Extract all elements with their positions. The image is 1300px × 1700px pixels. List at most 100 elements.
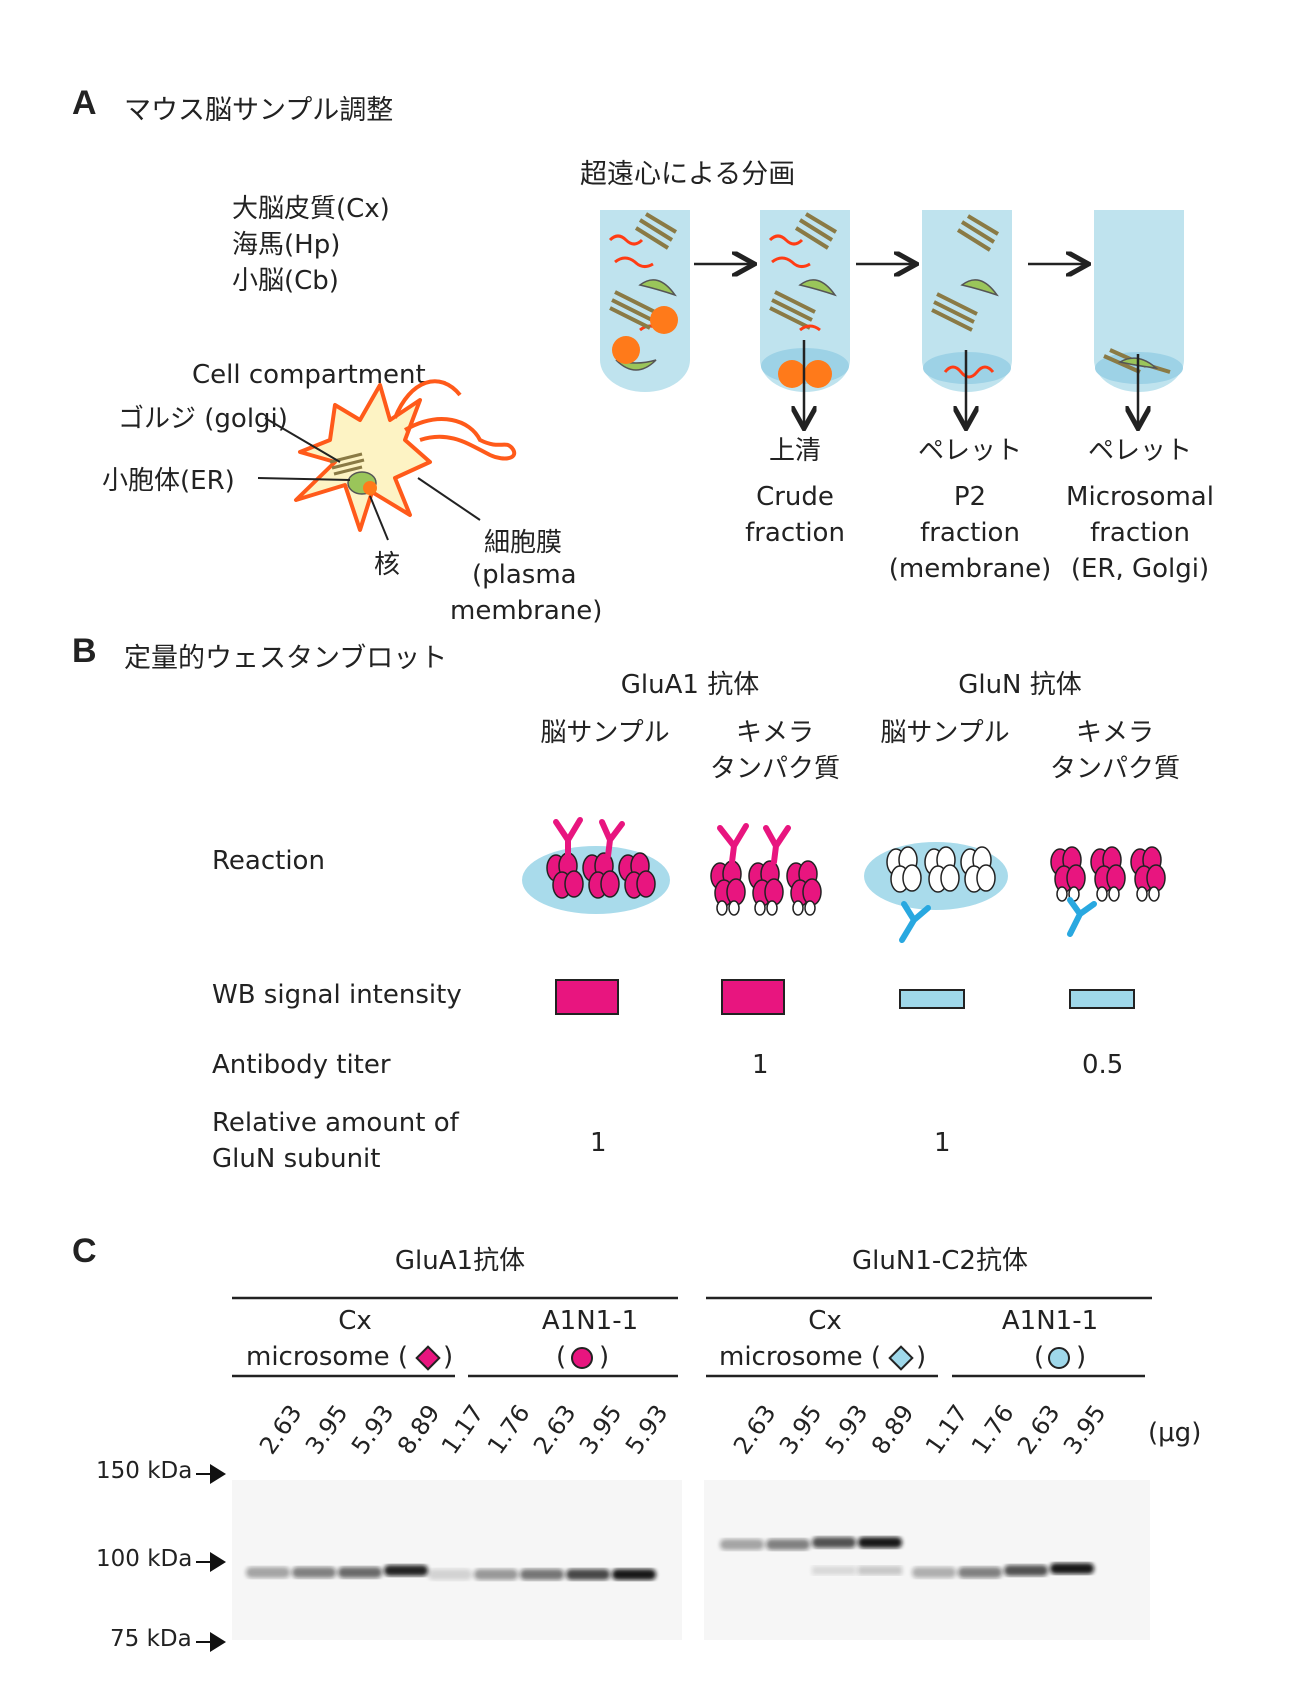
blot-band-faint bbox=[812, 1566, 856, 1575]
sample-3-line2: microsome ( bbox=[719, 1342, 882, 1372]
sample-2-line1: A1N1-1 bbox=[541, 1306, 639, 1336]
tube-2-line3: (membrane) bbox=[888, 554, 1052, 584]
blot-band bbox=[1004, 1565, 1048, 1576]
tube-1-caption: 上清 bbox=[768, 436, 821, 466]
lane-amount-label: 1.76 bbox=[482, 1400, 536, 1460]
marker-150: 150 kDa bbox=[96, 1458, 193, 1484]
unit-label: (μg) bbox=[1148, 1418, 1202, 1448]
lane-amount-label: 2.63 bbox=[528, 1400, 582, 1460]
lane-amount-label: 1.17 bbox=[920, 1400, 974, 1460]
reaction-glua1-brain bbox=[522, 817, 670, 914]
lane-amount-label: 3.95 bbox=[774, 1400, 828, 1460]
sample-4-line2: ( bbox=[1034, 1342, 1045, 1372]
region-cx: 大脳皮質(Cx) bbox=[232, 194, 390, 224]
lane-amount-label: 8.89 bbox=[866, 1400, 920, 1460]
blot-band bbox=[612, 1569, 656, 1580]
tube-supernatant-start bbox=[600, 210, 690, 392]
symbol-cx-glun bbox=[888, 1345, 914, 1371]
golgi-label: ゴルジ (golgi) bbox=[118, 404, 288, 434]
lane-amount-label: 5.93 bbox=[620, 1400, 674, 1460]
region-cb: 小脳(Cb) bbox=[232, 266, 339, 296]
membrane-en-2: membrane) bbox=[450, 596, 603, 626]
tube-2-line2: fraction bbox=[920, 518, 1020, 548]
lane-amount-label: 8.89 bbox=[392, 1400, 446, 1460]
row-relative-1: Relative amount of bbox=[212, 1108, 459, 1138]
tube-3-line2: fraction bbox=[1090, 518, 1190, 548]
lane-amount-label: 2.63 bbox=[254, 1400, 308, 1460]
relative-value-glua1: 1 bbox=[590, 1128, 607, 1158]
marker-75: 75 kDa bbox=[110, 1626, 192, 1652]
lane-amount-label: 3.95 bbox=[1058, 1400, 1112, 1460]
blot-band bbox=[474, 1569, 518, 1580]
tube-2-line1: P2 bbox=[953, 482, 987, 512]
sample-1-line1: Cx bbox=[338, 1306, 372, 1336]
tube-2-caption: ペレット bbox=[917, 436, 1022, 466]
blot-band bbox=[958, 1567, 1002, 1578]
membrane-label: 細胞膜 bbox=[484, 528, 563, 558]
sample-1-line2: microsome ( bbox=[246, 1342, 409, 1372]
blot-glun1 bbox=[704, 1480, 1150, 1640]
group-2-antibody: GluN 抗体 bbox=[958, 670, 1082, 700]
blot-band bbox=[1050, 1563, 1094, 1574]
sample-2-line2: ( bbox=[556, 1342, 567, 1372]
lane-amount-label: 3.95 bbox=[300, 1400, 354, 1460]
group-1-antibody: GluA1 抗体 bbox=[620, 670, 760, 700]
group-1-col2a: キメラ bbox=[735, 718, 814, 748]
titer-value-glua1: 1 bbox=[752, 1050, 769, 1080]
neuron-cell bbox=[294, 379, 517, 532]
blot-band bbox=[384, 1565, 428, 1576]
reaction-glun-brain bbox=[864, 842, 1008, 943]
blot-band bbox=[766, 1539, 810, 1550]
blot-band bbox=[858, 1537, 902, 1548]
blot-band bbox=[292, 1567, 336, 1578]
marker-100: 100 kDa bbox=[96, 1546, 193, 1572]
lane-amount-label: 2.63 bbox=[728, 1400, 782, 1460]
row-reaction: Reaction bbox=[212, 846, 325, 876]
cell-leader-lines bbox=[257, 417, 481, 541]
symbol-a1n1-glua1 bbox=[571, 1347, 593, 1369]
sample-3-end: ) bbox=[916, 1342, 927, 1372]
lane-amount-label: 1.17 bbox=[436, 1400, 490, 1460]
antibody-glun1-c2: GluN1-C2抗体 bbox=[852, 1246, 1028, 1276]
group-2-col2a: キメラ bbox=[1075, 718, 1154, 748]
blot-band bbox=[720, 1539, 764, 1550]
symbol-a1n1-glun bbox=[1048, 1347, 1070, 1369]
antibody-glua1: GluA1抗体 bbox=[394, 1246, 526, 1276]
symbol-cx-glua1 bbox=[415, 1345, 441, 1371]
lane-amount-label: 1.76 bbox=[966, 1400, 1020, 1460]
blot-band bbox=[338, 1567, 382, 1578]
region-hp: 海馬(Hp) bbox=[232, 230, 341, 260]
blot-band bbox=[520, 1569, 564, 1580]
blot-band-faint bbox=[858, 1566, 902, 1575]
panel-b-letter: B bbox=[72, 632, 97, 670]
blot-band bbox=[812, 1537, 856, 1548]
tube-3-caption: ペレット bbox=[1087, 436, 1192, 466]
relative-value-glun: 1 bbox=[934, 1128, 951, 1158]
panel-c-rules bbox=[232, 1296, 1152, 1378]
wb-box-glun-chimera bbox=[1069, 989, 1135, 1009]
wb-box-glua1-chimera bbox=[721, 979, 785, 1015]
panel-b-title: 定量的ウェスタンブロット bbox=[124, 643, 448, 674]
blot-band bbox=[566, 1569, 610, 1580]
er-label: 小胞体(ER) bbox=[102, 466, 235, 496]
group-1-col2b: タンパク質 bbox=[709, 754, 840, 784]
blot-bands bbox=[246, 1537, 1094, 1580]
sample-1-end: ) bbox=[443, 1342, 454, 1372]
blot-band bbox=[428, 1569, 472, 1580]
fractionation-title: 超遠心による分画 bbox=[580, 159, 796, 190]
tube-3-line1: Microsomal bbox=[1066, 482, 1214, 512]
sample-4-end: ) bbox=[1076, 1342, 1087, 1372]
row-relative-2: GluN subunit bbox=[212, 1144, 381, 1174]
panel-a-title: マウス脳サンプル調整 bbox=[124, 95, 394, 126]
wb-box-glun-brain bbox=[899, 989, 965, 1009]
group-1-col1: 脳サンプル bbox=[540, 718, 670, 748]
blot-band bbox=[912, 1567, 956, 1578]
panel-c-letter: C bbox=[72, 1232, 97, 1270]
sample-3-line1: Cx bbox=[808, 1306, 842, 1336]
row-antibody-titer: Antibody titer bbox=[212, 1050, 391, 1080]
blot-glua1 bbox=[232, 1480, 682, 1640]
group-2-col2b: タンパク質 bbox=[1049, 754, 1180, 784]
sample-4-line1: A1N1-1 bbox=[1001, 1306, 1099, 1336]
